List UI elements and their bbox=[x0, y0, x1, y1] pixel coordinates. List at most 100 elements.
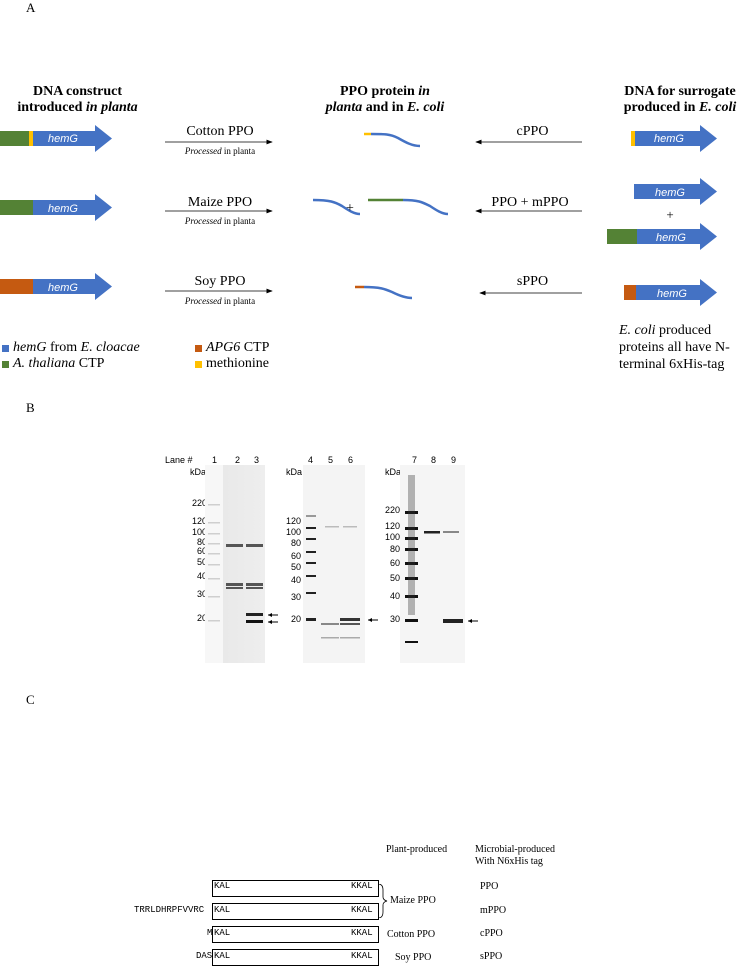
col-microbial-produced: Microbial-produced With N6xHis tag bbox=[475, 844, 555, 867]
svg-text:hemG: hemG bbox=[655, 187, 685, 199]
seq-end: KKAL bbox=[351, 928, 373, 938]
sub-soy: Processed in planta bbox=[184, 296, 256, 306]
lane-9: 9 bbox=[451, 455, 457, 465]
seq-box-sppo bbox=[212, 949, 379, 966]
svg-text:+: + bbox=[346, 201, 354, 216]
mw-marker: 50 bbox=[389, 573, 400, 583]
lane-2: 2 bbox=[235, 455, 241, 465]
lane-3: 3 bbox=[254, 455, 260, 465]
sppo-construct: hemG bbox=[624, 279, 717, 306]
mw-marker: 30 bbox=[290, 592, 301, 602]
seq-start: KAL bbox=[214, 881, 231, 891]
soy-construct: hemG bbox=[0, 273, 112, 300]
plant-soy: Soy PPO bbox=[395, 952, 432, 963]
svg-text:hemG: hemG bbox=[654, 133, 684, 145]
blot-1 bbox=[205, 465, 265, 663]
micro-ppo: PPO bbox=[480, 881, 499, 892]
svg-text:+: + bbox=[666, 207, 673, 222]
mw-marker: 100 bbox=[384, 532, 400, 542]
legend-swatch-yellow bbox=[195, 360, 202, 368]
mw-marker: 220 bbox=[191, 498, 207, 508]
legend-apg6: APG6 CTP bbox=[195, 340, 269, 356]
mw-marker: 60 bbox=[389, 558, 400, 568]
label-ppo-mppo: PPO + mPPO bbox=[491, 195, 569, 210]
seq-start: KAL bbox=[214, 905, 231, 915]
micro-sppo: sPPO bbox=[480, 951, 503, 962]
mw-marker: 120 bbox=[285, 516, 301, 526]
kda-label-3: kDa bbox=[385, 467, 402, 477]
micro-cppo: cPPO bbox=[480, 928, 503, 939]
seq-end: KKAL bbox=[351, 951, 373, 961]
blot-2 bbox=[303, 465, 365, 663]
seq-prefix: TRRLDHRPFVVRC bbox=[134, 905, 205, 915]
mw-marker: 60 bbox=[290, 551, 301, 561]
mw-marker: 80 bbox=[196, 537, 207, 547]
lane-1: 1 bbox=[212, 455, 218, 465]
plant-cotton: Cotton PPO bbox=[387, 929, 436, 940]
lane-8: 8 bbox=[431, 455, 437, 465]
mw-marker: 20 bbox=[290, 614, 301, 624]
lane-header: Lane # bbox=[165, 455, 193, 465]
mw-marker: 100 bbox=[191, 527, 207, 537]
seq-prefix: M bbox=[207, 928, 213, 938]
seq-start: KAL bbox=[214, 951, 231, 961]
label-sppo: sPPO bbox=[516, 274, 549, 289]
panel-label-a: A bbox=[26, 0, 36, 15]
cotton-construct: hemG bbox=[0, 125, 112, 152]
legend-athaliana: A. thaliana CTP bbox=[2, 356, 104, 372]
maize-construct: hemG bbox=[0, 194, 112, 221]
seq-end: KKAL bbox=[351, 881, 373, 891]
ecoli-note: E. coli produced proteins all have N- te… bbox=[619, 323, 730, 372]
mw-marker: 40 bbox=[196, 571, 207, 581]
label-cppo: cPPO bbox=[516, 124, 549, 139]
label-maize-ppo: Maize PPO bbox=[187, 195, 253, 210]
mw-marker: 50 bbox=[196, 557, 207, 567]
seq-start: KAL bbox=[214, 928, 231, 938]
mw-marker: 220 bbox=[384, 505, 400, 515]
heading-ppo-protein: PPO protein in planta and in E. coli bbox=[325, 84, 445, 115]
svg-text:hemG: hemG bbox=[48, 203, 78, 215]
legend-swatch-blue bbox=[2, 344, 9, 352]
soy-protein bbox=[355, 285, 413, 300]
sub-cotton: Processed in planta bbox=[184, 146, 256, 156]
mw-marker: 120 bbox=[384, 521, 400, 531]
ppo-mppo-constructs: hemG hemG bbox=[607, 178, 717, 250]
mw-marker: 40 bbox=[389, 591, 400, 601]
heading-dna-surrogate: DNA for surrogate produced in E. coli bbox=[623, 84, 737, 115]
mw-marker: 60 bbox=[196, 546, 207, 556]
legend-swatch-orange bbox=[195, 344, 202, 352]
blot-3 bbox=[400, 465, 465, 663]
label-cotton-ppo: Cotton PPO bbox=[186, 124, 254, 139]
mw-marker: 80 bbox=[290, 538, 301, 548]
panel-label-c: C bbox=[26, 692, 35, 707]
mw-marker: 30 bbox=[389, 614, 400, 624]
micro-mppo: mPPO bbox=[480, 905, 507, 916]
mw-marker: 50 bbox=[290, 562, 301, 572]
mw-marker: 100 bbox=[285, 527, 301, 537]
panel-label-b: B bbox=[26, 400, 35, 415]
mw-marker: 20 bbox=[196, 613, 207, 623]
mw-marker: 80 bbox=[389, 544, 400, 554]
kda-label-1: kDa bbox=[190, 467, 207, 477]
mw-marker: 120 bbox=[191, 516, 207, 526]
cotton-protein bbox=[364, 132, 421, 148]
seq-box-cppo bbox=[212, 926, 379, 943]
seq-prefix: DAS bbox=[196, 951, 213, 961]
svg-text:hemG: hemG bbox=[48, 133, 78, 145]
svg-text:hemG: hemG bbox=[48, 282, 78, 294]
lane-4: 4 bbox=[308, 455, 314, 465]
svg-text:hemG: hemG bbox=[657, 288, 687, 300]
lane-7: 7 bbox=[412, 455, 418, 465]
construct-diagram: hemG hemG hemG + hemG hemG + hemG bbox=[0, 125, 717, 306]
lane-5: 5 bbox=[328, 455, 334, 465]
cpppo-construct: hemG bbox=[631, 125, 717, 152]
maize-bracket bbox=[378, 884, 388, 918]
label-soy-ppo: Soy PPO bbox=[194, 274, 246, 289]
kda-label-2: kDa bbox=[286, 467, 303, 477]
legend-swatch-green bbox=[2, 360, 9, 368]
svg-text:hemG: hemG bbox=[656, 232, 686, 244]
lane-6: 6 bbox=[348, 455, 354, 465]
col-plant-produced: Plant-produced bbox=[386, 844, 448, 855]
mw-marker: 40 bbox=[290, 575, 301, 585]
maize-proteins bbox=[312, 198, 449, 216]
